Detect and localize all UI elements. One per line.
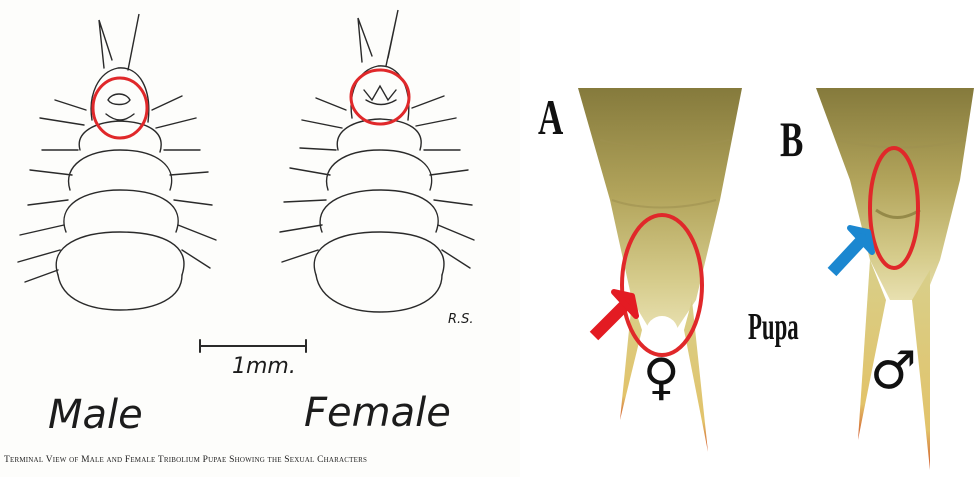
male-symbol-icon: ♂: [870, 345, 917, 397]
female-highlight-circle: [351, 70, 409, 124]
panel-label-b: B: [780, 110, 803, 168]
male-highlight-circle: [93, 78, 147, 138]
blue-arrow-icon: [832, 228, 872, 272]
male-pupa-photo: [816, 88, 974, 470]
artist-initials: R.S.: [448, 312, 474, 327]
figure-caption: Terminal View of Male and Female Triboli…: [4, 455, 516, 465]
female-symbol-icon: ♀: [643, 352, 680, 402]
male-pupa-drawing: [18, 14, 216, 310]
photo-panel: A B Pupa ♀ ♂: [520, 0, 974, 477]
pupae-photo-composite: [520, 0, 974, 477]
female-label: Female: [304, 390, 451, 436]
male-label: Male: [48, 392, 143, 438]
pupa-label: Pupa: [748, 305, 799, 349]
panel-label-a: A: [538, 88, 563, 146]
sketch-panel: R.S. 1mm. Male Female Terminal View of M…: [0, 0, 520, 477]
female-pupa-drawing: [280, 10, 474, 312]
scale-label: 1mm.: [232, 354, 296, 379]
